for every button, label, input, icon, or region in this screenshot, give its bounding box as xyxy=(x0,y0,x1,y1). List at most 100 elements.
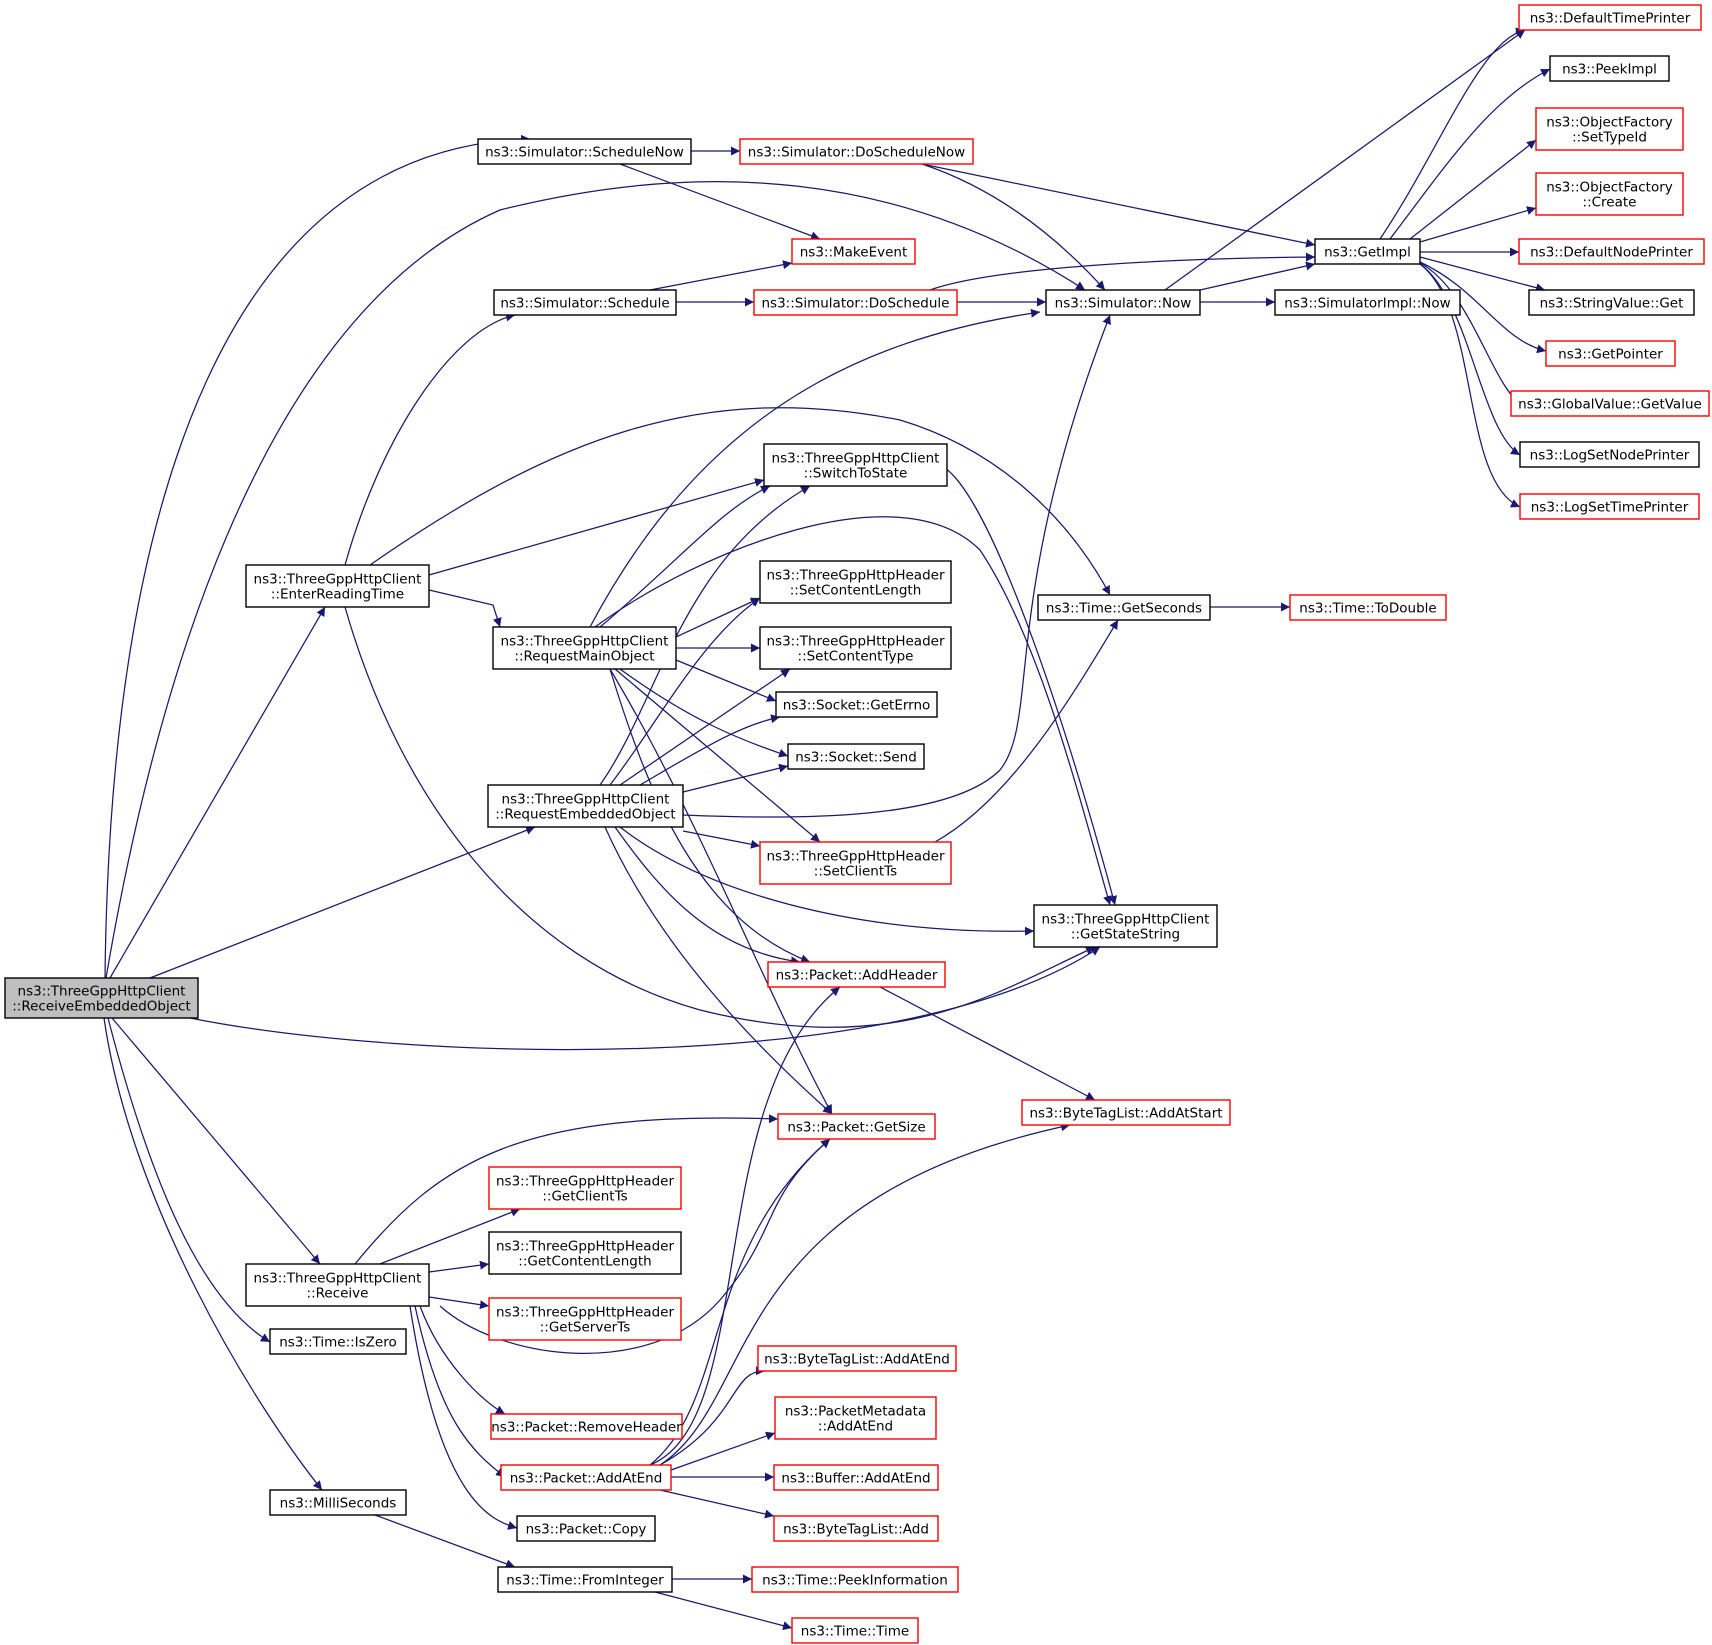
node-label: ::GetStateString xyxy=(1071,927,1180,943)
node-getSize[interactable]: ns3::Packet::GetSize xyxy=(777,1113,936,1140)
edge-receive-removeHeader xyxy=(419,1305,506,1415)
node-stringGet[interactable]: ns3::StringValue::Get xyxy=(1528,289,1695,316)
node-removeHeader[interactable]: ns3::Packet::RemoveHeader xyxy=(490,1413,683,1440)
node-box xyxy=(775,691,938,718)
node-logSetNodePrinter[interactable]: ns3::LogSetNodePrinter xyxy=(1519,441,1700,468)
node-box xyxy=(777,1113,936,1140)
edge-receive-getServerTs xyxy=(428,1296,490,1310)
node-label: ns3::Time::PeekInformation xyxy=(762,1573,948,1589)
node-send[interactable]: ns3::Socket::Send xyxy=(787,743,925,770)
node-box xyxy=(757,1345,957,1372)
node-label: ::Create xyxy=(1583,195,1637,211)
node-getContentLength[interactable]: ns3::ThreeGppHttpHeader::GetContentLengt… xyxy=(488,1231,682,1275)
node-label: ns3::ThreeGppHttpClient xyxy=(772,451,940,467)
edge-receive-getSize xyxy=(354,1114,779,1265)
node-label: ns3::PeekImpl xyxy=(1562,62,1657,78)
edge-requestMainObject-addHeader xyxy=(609,668,811,963)
node-box xyxy=(1037,594,1211,621)
node-root[interactable]: ns3::ThreeGppHttpClient::ReceiveEmbedded… xyxy=(4,977,199,1019)
node-setTypeId[interactable]: ns3::ObjectFactory::SetTypeId xyxy=(1535,107,1684,151)
edge-enterReadingTime-schedule xyxy=(344,312,516,566)
node-label: ns3::Time::GetSeconds xyxy=(1046,601,1202,617)
node-isZero[interactable]: ns3::Time::IsZero xyxy=(269,1328,407,1355)
node-label: ns3::ByteTagList::Add xyxy=(783,1522,929,1538)
edge-setClientTs-getSeconds xyxy=(934,619,1119,843)
node-requestMainObject[interactable]: ns3::ThreeGppHttpClient::RequestMainObje… xyxy=(492,626,677,670)
node-implNow[interactable]: ns3::SimulatorImpl::Now xyxy=(1274,289,1461,316)
edge-root-receive xyxy=(111,1017,321,1265)
node-box xyxy=(1518,238,1705,265)
edge-fromInteger-timeTime xyxy=(654,1591,793,1631)
edge-getImpl-peekImpl xyxy=(1389,68,1551,240)
node-label: ns3::ThreeGppHttpHeader xyxy=(496,1174,674,1190)
node-addHeader[interactable]: ns3::Packet::AddHeader xyxy=(767,961,946,988)
node-box xyxy=(1021,1099,1231,1126)
node-getStateString[interactable]: ns3::ThreeGppHttpClient::GetStateString xyxy=(1033,904,1218,948)
node-packetCopy[interactable]: ns3::Packet::Copy xyxy=(516,1515,656,1542)
call-nodes: ns3::ThreeGppHttpClient::ReceiveEmbedded… xyxy=(4,4,1710,1644)
node-box xyxy=(269,1489,407,1516)
node-box xyxy=(4,977,199,1019)
node-getPointer[interactable]: ns3::GetPointer xyxy=(1545,340,1676,367)
node-schedule[interactable]: ns3::Simulator::Schedule xyxy=(493,289,677,316)
node-label: ns3::Time::FromInteger xyxy=(506,1573,664,1589)
edge-requestEmbedded-send xyxy=(682,763,789,793)
node-getClientTs[interactable]: ns3::ThreeGppHttpHeader::GetClientTs xyxy=(488,1166,682,1210)
node-enterReadingTime[interactable]: ns3::ThreeGppHttpClient::EnterReadingTim… xyxy=(245,564,430,608)
node-simNow[interactable]: ns3::Simulator::Now xyxy=(1045,289,1201,316)
node-setClientTs[interactable]: ns3::ThreeGppHttpHeader::SetClientTs xyxy=(759,841,952,885)
node-defaultNodePrinter[interactable]: ns3::DefaultNodePrinter xyxy=(1518,238,1705,265)
node-box xyxy=(245,1263,430,1307)
node-defaultTimePrinter[interactable]: ns3::DefaultTimePrinter xyxy=(1518,4,1702,31)
node-label: ::ReceiveEmbeddedObject xyxy=(12,999,191,1015)
node-tagAddAtEnd[interactable]: ns3::ByteTagList::AddAtEnd xyxy=(757,1345,957,1372)
node-switchToState[interactable]: ns3::ThreeGppHttpClient::SwitchToState xyxy=(763,443,948,487)
node-scheduleNow[interactable]: ns3::Simulator::ScheduleNow xyxy=(477,138,692,165)
node-bufferAddAtEnd[interactable]: ns3::Buffer::AddAtEnd xyxy=(773,1464,939,1491)
node-packetAddAtEnd[interactable]: ns3::Packet::AddAtEnd xyxy=(500,1464,672,1491)
node-label: ns3::DefaultNodePrinter xyxy=(1530,245,1693,261)
node-box xyxy=(1549,55,1670,82)
node-label: ::AddAtEnd xyxy=(818,1419,893,1435)
node-toDouble[interactable]: ns3::Time::ToDouble xyxy=(1289,594,1447,621)
node-globalGetValue[interactable]: ns3::GlobalValue::GetValue xyxy=(1510,390,1710,417)
node-doSchedule[interactable]: ns3::Simulator::DoSchedule xyxy=(753,289,958,316)
node-doScheduleNow[interactable]: ns3::Simulator::DoScheduleNow xyxy=(739,138,974,165)
node-tagAddAtStart[interactable]: ns3::ByteTagList::AddAtStart xyxy=(1021,1099,1231,1126)
node-tagAdd[interactable]: ns3::ByteTagList::Add xyxy=(773,1515,939,1542)
node-box xyxy=(739,138,974,165)
node-label: ns3::Simulator::ScheduleNow xyxy=(485,145,684,161)
node-requestEmbedded[interactable]: ns3::ThreeGppHttpClient::RequestEmbedded… xyxy=(487,784,684,828)
node-label: ::SetContentType xyxy=(798,649,914,665)
node-box xyxy=(1545,340,1676,367)
node-create[interactable]: ns3::ObjectFactory::Create xyxy=(1535,172,1684,216)
node-setContentType[interactable]: ns3::ThreeGppHttpHeader::SetContentType xyxy=(759,626,952,670)
node-getServerTs[interactable]: ns3::ThreeGppHttpHeader::GetServerTs xyxy=(488,1297,682,1341)
edge-receive-getContentLength xyxy=(428,1260,490,1273)
node-getSeconds[interactable]: ns3::Time::GetSeconds xyxy=(1037,594,1211,621)
node-fromInteger[interactable]: ns3::Time::FromInteger xyxy=(497,1566,673,1593)
edge-requestEmbedded-setContentLength xyxy=(609,597,761,786)
node-box xyxy=(759,560,952,604)
node-timeTime[interactable]: ns3::Time::Time xyxy=(791,1617,919,1644)
edge-receive-packetCopy xyxy=(409,1305,518,1530)
node-peekInformation[interactable]: ns3::Time::PeekInformation xyxy=(751,1566,959,1593)
node-logSetTimePrinter[interactable]: ns3::LogSetTimePrinter xyxy=(1519,493,1700,520)
node-metaAddAtEnd[interactable]: ns3::PacketMetadata::AddAtEnd xyxy=(774,1396,937,1440)
node-getImpl[interactable]: ns3::GetImpl xyxy=(1314,238,1421,265)
node-receive[interactable]: ns3::ThreeGppHttpClient::Receive xyxy=(245,1263,430,1307)
node-label: ns3::Packet::AddAtEnd xyxy=(510,1471,663,1487)
node-milliSeconds[interactable]: ns3::MilliSeconds xyxy=(269,1489,407,1516)
node-box xyxy=(487,784,684,828)
node-peekImpl[interactable]: ns3::PeekImpl xyxy=(1549,55,1670,82)
node-label: ::SetTypeId xyxy=(1572,130,1647,146)
node-getErrno[interactable]: ns3::Socket::GetErrno xyxy=(775,691,938,718)
node-makeEvent[interactable]: ns3::MakeEvent xyxy=(791,238,916,265)
edge-root-enterReadingTime xyxy=(109,606,326,979)
edge-switchToState-getStateString xyxy=(944,467,1118,906)
edge-packetAddAtEnd-tagAddAtStart xyxy=(659,1122,1071,1466)
edge-milliSeconds-fromInteger xyxy=(374,1514,516,1569)
node-box xyxy=(500,1464,672,1491)
node-setContentLength[interactable]: ns3::ThreeGppHttpHeader::SetContentLengt… xyxy=(759,560,952,604)
node-label: ::RequestEmbeddedObject xyxy=(495,807,675,823)
